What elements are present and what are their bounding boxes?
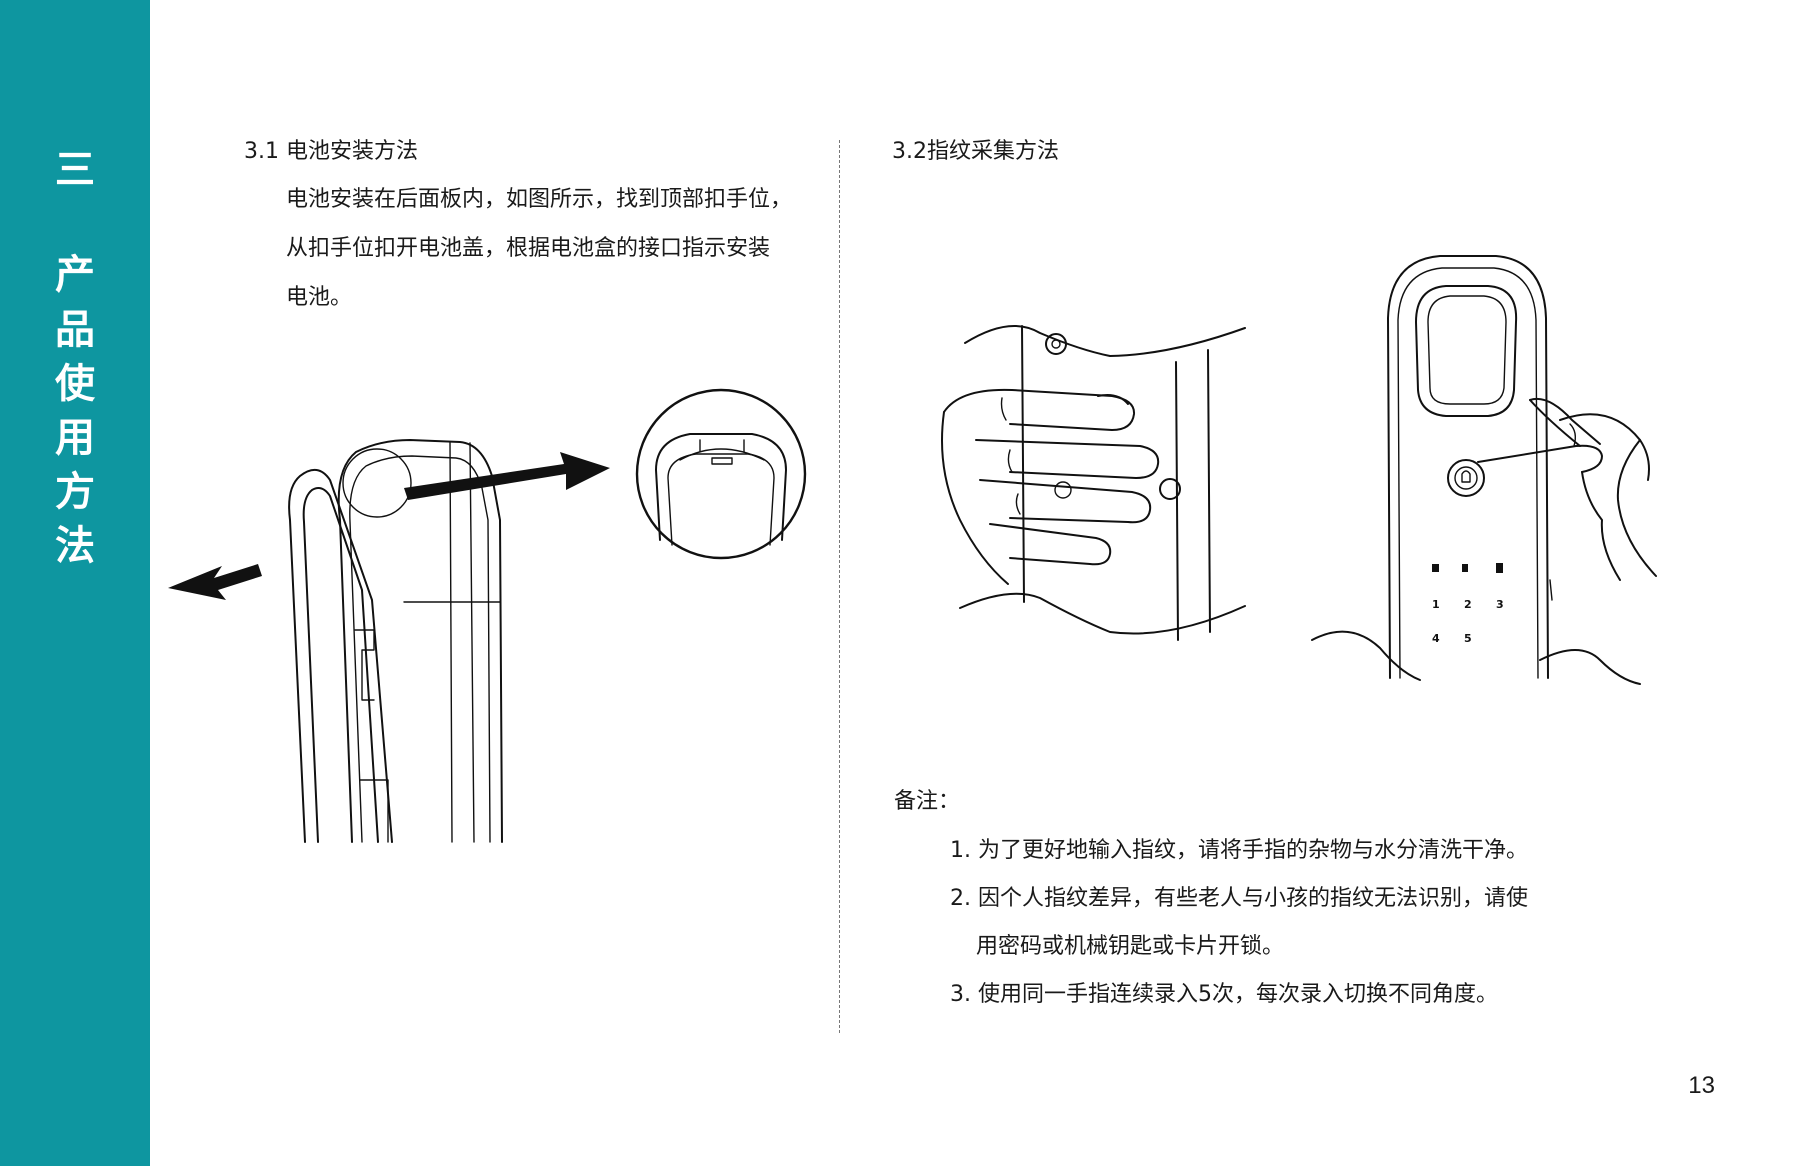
chapter-title-char: 法 [55,523,95,569]
fingerprint-hand-illustration [941,324,1246,641]
column-divider [839,140,840,1033]
pull-arrow-left-icon [168,564,262,600]
keypad-key: 5 [1464,632,1472,645]
chapter-title-char: 产 [55,252,95,298]
keypad-key: 2 [1464,598,1472,611]
note-item: 1. 为了更好地输入指纹，请将手指的杂物与水分清洗干净。 [950,838,1528,863]
battery-icon [1496,563,1503,573]
keypad-key: 3 [1496,598,1504,611]
chapter-title-char: 品 [55,307,95,353]
chapter-sidebar: 三 产 品 使 用 方 法 [0,0,150,1166]
keypad-key: 1 [1432,598,1440,611]
page-number: 13 [1688,1072,1715,1099]
battery-paragraph-line: 电池安装在后面板内，如图所示，找到顶部扣手位， [286,187,793,212]
battery-paragraph-line: 从扣手位扣开电池盖，根据电池盒的接口指示安装 [286,236,771,261]
section-title-fingerprint: 3.2指纹采集方法 [892,139,1059,164]
note-item: 2. 因个人指纹差异，有些老人与小孩的指纹无法识别，请使 [950,886,1528,911]
chapter-number: 三 [55,147,95,193]
note-item-continuation: 用密码或机械钥匙或卡片开锁。 [976,934,1285,959]
battery-paragraph-line: 电池。 [286,285,353,310]
lock-keypad-illustration: 1 2 3 4 5 [1311,255,1657,685]
chapter-title-char: 方 [55,469,95,515]
note-label: 备注： [894,789,961,814]
section-title-battery: 3.1 电池安装方法 [244,139,418,164]
note-item: 3. 使用同一手指连续录入5次，每次录入切换不同角度。 [950,982,1498,1007]
chapter-title-char: 使 [55,361,95,407]
battery-install-illustration [168,388,807,843]
shield-icon [1432,564,1439,572]
chapter-title-char: 用 [55,415,95,461]
keypad-key: 4 [1432,632,1440,645]
speaker-icon [1462,564,1468,572]
pull-arrow-right-icon [404,452,610,500]
